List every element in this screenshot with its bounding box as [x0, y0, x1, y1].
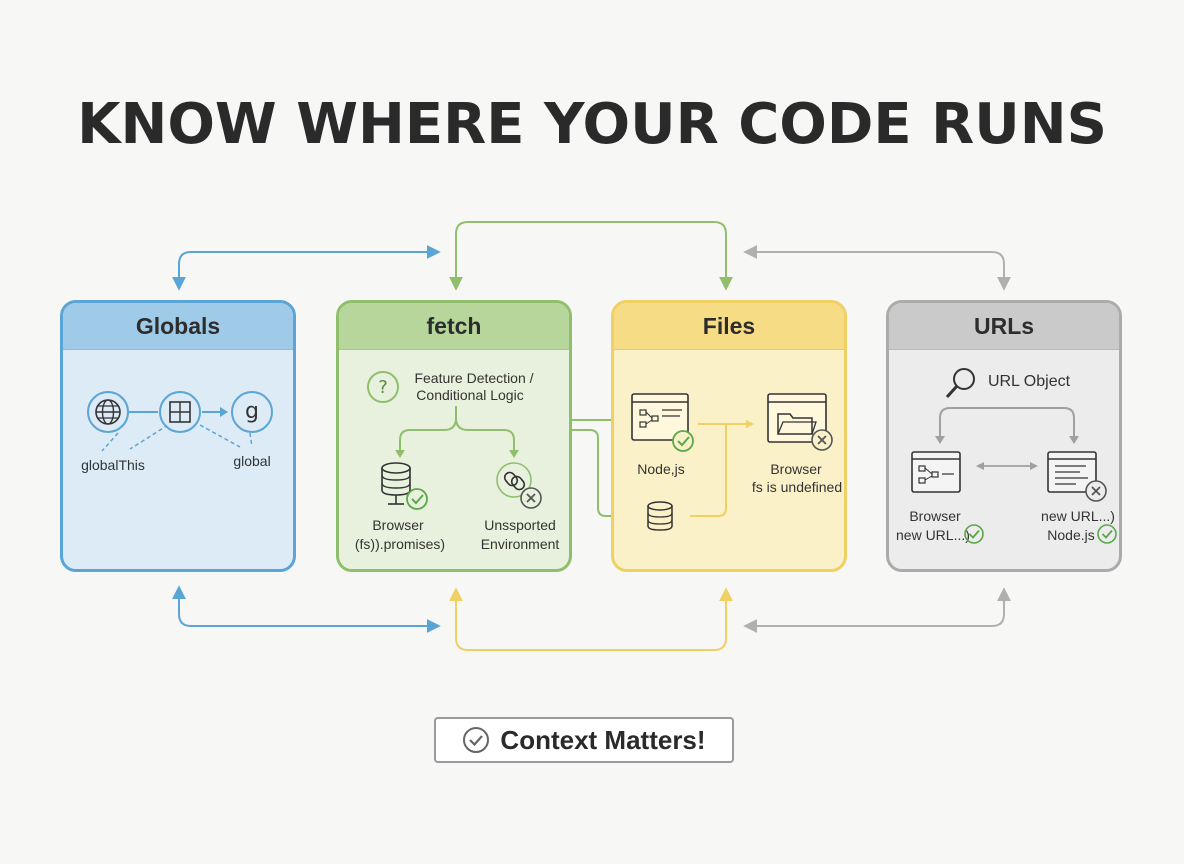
panel-globals-title: Globals	[63, 303, 293, 350]
urls-left-line2: new URL...)	[896, 527, 970, 543]
global-label: global	[233, 453, 271, 469]
arrow-bottom-gray	[743, 587, 1011, 633]
fetch-branch-graphic	[395, 406, 519, 458]
question-icon: ?	[367, 371, 399, 403]
svg-text:g: g	[245, 399, 259, 424]
window-grid-icon	[159, 391, 201, 433]
panel-fetch-title: fetch	[339, 303, 569, 350]
urls-flow-graphic	[935, 407, 1079, 470]
arrow-bottom-yellow	[449, 587, 733, 651]
svg-text:?: ?	[378, 377, 388, 398]
panel-files-title: Files	[614, 303, 844, 350]
panel-urls-title: URLs	[889, 303, 1119, 350]
files-nodejs-label: Node,js	[637, 461, 685, 477]
folder-window-icon	[767, 393, 833, 451]
link-fetch-files-mid	[572, 429, 640, 517]
page-title: KNOW WHERE YOUR CODE RUNS	[77, 92, 1107, 157]
urls-right-line2: Node.js	[1047, 527, 1095, 543]
url-object-label: URL Object	[987, 373, 1071, 390]
files-right-line1: Browser	[770, 461, 822, 477]
globalthis-label: globalThis	[81, 457, 145, 473]
g-letter-icon: g	[231, 391, 273, 433]
broken-link-icon	[496, 462, 542, 509]
arrow-top-green	[449, 221, 733, 291]
arrow-top-gray	[743, 245, 1011, 291]
magnifier-icon	[945, 368, 975, 399]
fetch-question-line1: Feature Detection /	[414, 370, 534, 386]
files-flow-graphic	[690, 420, 754, 517]
fetch-left-line1: Browser	[372, 517, 424, 533]
fetch-right-line1: Unssported	[484, 517, 556, 533]
context-matters-text: Context Matters!	[500, 724, 706, 755]
panel-urls: URLs	[886, 300, 1122, 572]
arrow-top-blue	[172, 245, 441, 291]
fetch-right-line2: Environment	[480, 536, 560, 552]
check-circle-icon	[463, 727, 490, 753]
fetch-question-line2: Conditional Logic	[416, 387, 524, 403]
urls-right-check-icon	[1097, 524, 1117, 544]
browser-window-icon	[911, 451, 961, 493]
arrow-bottom-blue	[172, 585, 441, 633]
context-matters-badge: Context Matters!	[434, 717, 734, 763]
urls-left-line1: Browser	[909, 508, 961, 524]
fetch-left-line2: (fs)).promises)	[354, 536, 446, 552]
urls-right-line1: new URL...)	[1041, 508, 1115, 524]
code-window-icon	[1047, 451, 1107, 502]
globals-flow-graphic	[101, 407, 253, 452]
files-right-line2: fs is undefined	[751, 479, 843, 495]
server-check-icon	[381, 462, 428, 510]
globe-icon	[87, 391, 129, 433]
nodejs-window-icon	[631, 393, 694, 452]
urls-left-check-icon	[964, 524, 984, 544]
panel-fetch: fetch	[336, 300, 572, 572]
database-icon	[647, 501, 673, 531]
panel-globals: Globals	[60, 300, 296, 572]
